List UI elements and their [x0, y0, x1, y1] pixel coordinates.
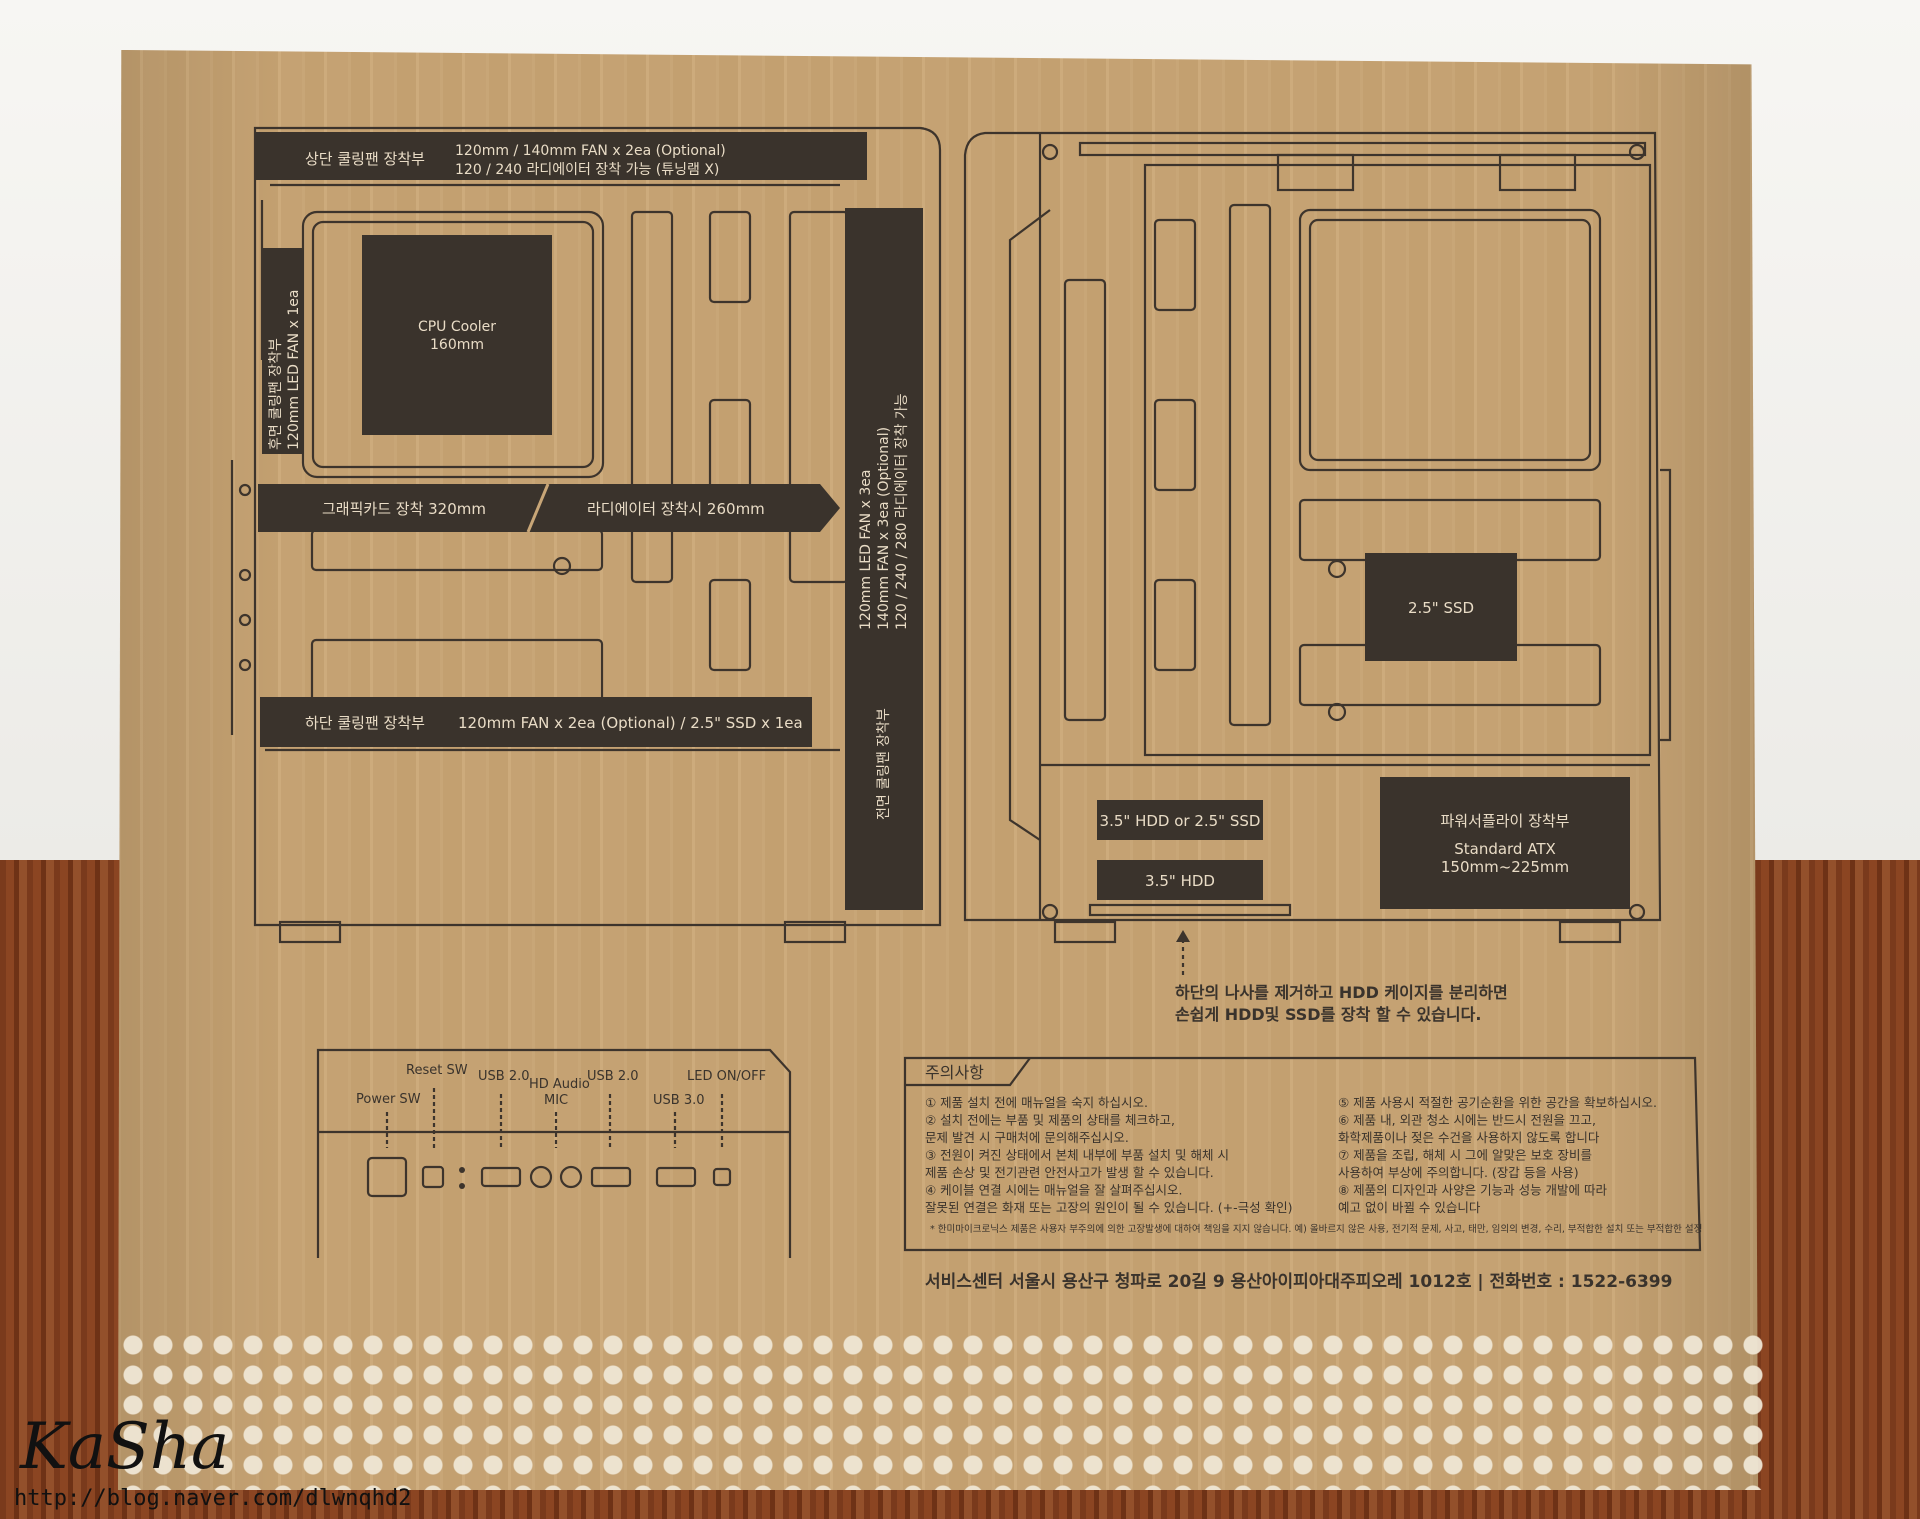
hdd-bay-1-label: 3.5" HDD or 2.5" SSD [1100, 812, 1261, 830]
bottom-cooling-label: 하단 쿨링팬 장착부 [305, 714, 425, 732]
reset-sw-label: Reset SW [406, 1063, 468, 1078]
caution-left-line: 잘못된 연결은 화재 또는 고장의 원인이 될 수 있습니다. (+-극성 확인… [925, 1200, 1292, 1215]
front-cooling-bar [845, 208, 923, 910]
rear-cooling-label: 후면 쿨링팬 장착부 [268, 338, 284, 450]
psu-label: 파워서플라이 장착부 [1441, 812, 1570, 830]
led-label: LED ON/OFF [687, 1069, 766, 1084]
audio-jack-icon [529, 1165, 553, 1189]
usb-port-icon [590, 1166, 632, 1188]
top-cooling-spec-1: 120mm / 140mm FAN x 2ea (Optional) [455, 143, 726, 159]
caution-right-line: 화학제품이나 젖은 수건을 사용하지 않도록 합니다 [1338, 1130, 1600, 1145]
case-right-view [963, 131, 1672, 944]
power-button-icon [366, 1156, 408, 1198]
cpu-cooler-size: 160mm [430, 337, 484, 353]
front-cooling-spec-2: 140mm FAN x 3ea (Optional) [876, 427, 892, 630]
psu-length: 150mm~225mm [1441, 858, 1569, 876]
led-switch-icon [712, 1167, 732, 1187]
front-cooling-spec-3: 120 / 240 / 280 라디에이터 장착 가능 [894, 393, 910, 630]
caution-right-line: ⑥ 제품 내, 외관 청소 시에는 반드시 전원을 끄고, [1338, 1113, 1596, 1128]
radiator-length-label: 라디에이터 장착시 260mm [587, 500, 765, 518]
caution-right-line: ⑤ 제품 사용시 적절한 공기순환을 위한 공간을 확보하십시오. [1338, 1095, 1657, 1110]
usb30-label: USB 3.0 [653, 1093, 705, 1108]
gpu-arrow [258, 484, 840, 532]
usb3-port-icon [655, 1166, 697, 1188]
mic-label: MIC [544, 1093, 568, 1108]
caution-left-line: ① 제품 설치 전에 매뉴얼을 숙지 하십시오. [925, 1095, 1148, 1110]
cpu-cooler-label: CPU Cooler [418, 319, 496, 335]
caution-right-line: 예고 없이 바뀔 수 있습니다 [1338, 1200, 1481, 1215]
usb-port-icon [480, 1166, 522, 1188]
caution-left-line: 제품 손상 및 전기관련 안전사고가 발생 할 수 있습니다. [925, 1165, 1214, 1180]
caution-footnote: * 한미마이크로닉스 제품은 사용자 부주의에 의한 고장발생에 대하여 책임을… [930, 1223, 1702, 1235]
caution-right-line: ⑧ 제품의 디자인과 사양은 기능과 성능 개발에 따라 [1338, 1183, 1608, 1198]
watermark-url: http://blog.naver.com/dlwnqhd2 [14, 1486, 412, 1511]
bottom-cooling-spec: 120mm FAN x 2ea (Optional) / 2.5" SSD x … [458, 714, 803, 732]
rear-cooling-bar [262, 248, 304, 454]
caution-left-line: ② 설치 전에는 부품 및 제품의 상태를 체크하고, [925, 1113, 1175, 1128]
caution-right-line: 사용하여 부상에 주의합니다. (장갑 등을 사용) [1338, 1165, 1579, 1180]
front-cooling-label: 전면 쿨링팬 장착부 [876, 708, 892, 820]
service-center-info: 서비스센터 서울시 용산구 청파로 20길 9 용산아이피아대주피오레 1012… [925, 1271, 1672, 1292]
hdd-bay-2-label: 3.5" HDD [1145, 872, 1215, 890]
caution-left-line: ④ 케이블 연결 시에는 매뉴얼을 잘 살펴주십시오. [925, 1183, 1183, 1198]
rear-cooling-spec: 120mm LED FAN x 1ea [286, 290, 302, 450]
gpu-length-label: 그래픽카드 장착 320mm [322, 500, 486, 518]
reset-button-icon [421, 1165, 445, 1189]
ssd-block [1365, 553, 1517, 661]
top-cooling-label: 상단 쿨링팬 장착부 [305, 150, 425, 168]
psu-block [1380, 777, 1630, 909]
power-sw-label: Power SW [356, 1092, 421, 1107]
top-cooling-spec-2: 120 / 240 라디에이터 장착 가능 (튜닝램 X) [455, 162, 719, 178]
hdd-note-line-2: 손쉽게 HDD및 SSD를 장착 할 수 있습니다. [1175, 1005, 1481, 1024]
dot-pattern [118, 1330, 1768, 1490]
usb20-b-label: USB 2.0 [587, 1069, 639, 1084]
ssd-label: 2.5" SSD [1408, 599, 1474, 617]
io-panel: Power SW Reset SW USB 2.0 HD Audio MIC U… [316, 1048, 792, 1258]
caution-box: 주의사항 ① 제품 설치 전에 매뉴얼을 숙지 하십시오. ② 설치 전에는 부품… [903, 1056, 1702, 1252]
caution-left-line: ③ 전원이 켜진 상태에서 본체 내부에 부품 설치 및 해체 시 [925, 1148, 1229, 1163]
cpu-cooler-block [362, 235, 552, 435]
hdd-bay-2 [1097, 860, 1263, 900]
bottom-cooling-bar [260, 697, 812, 747]
hd-audio-label: HD Audio [529, 1077, 590, 1092]
caution-left-line: 문제 발견 시 구매처에 문의해주십시오. [925, 1130, 1129, 1145]
hdd-note-line-1: 하단의 나사를 제거하고 HDD 케이지를 분리하면 [1175, 983, 1508, 1002]
mic-jack-icon [559, 1165, 583, 1189]
front-cooling-spec-1: 120mm LED FAN x 3ea [858, 470, 874, 630]
watermark-signature: KaSha [20, 1410, 230, 1484]
usb20-a-label: USB 2.0 [478, 1069, 530, 1084]
caution-title: 주의사항 [925, 1063, 984, 1082]
case-left-view [230, 126, 942, 944]
psu-standard: Standard ATX [1454, 840, 1556, 858]
hdd-bay-1 [1097, 800, 1263, 840]
caution-right-line: ⑦ 제품을 조립, 해체 시 그에 알맞은 보호 장비를 [1338, 1148, 1592, 1163]
top-cooling-bar [255, 132, 867, 180]
